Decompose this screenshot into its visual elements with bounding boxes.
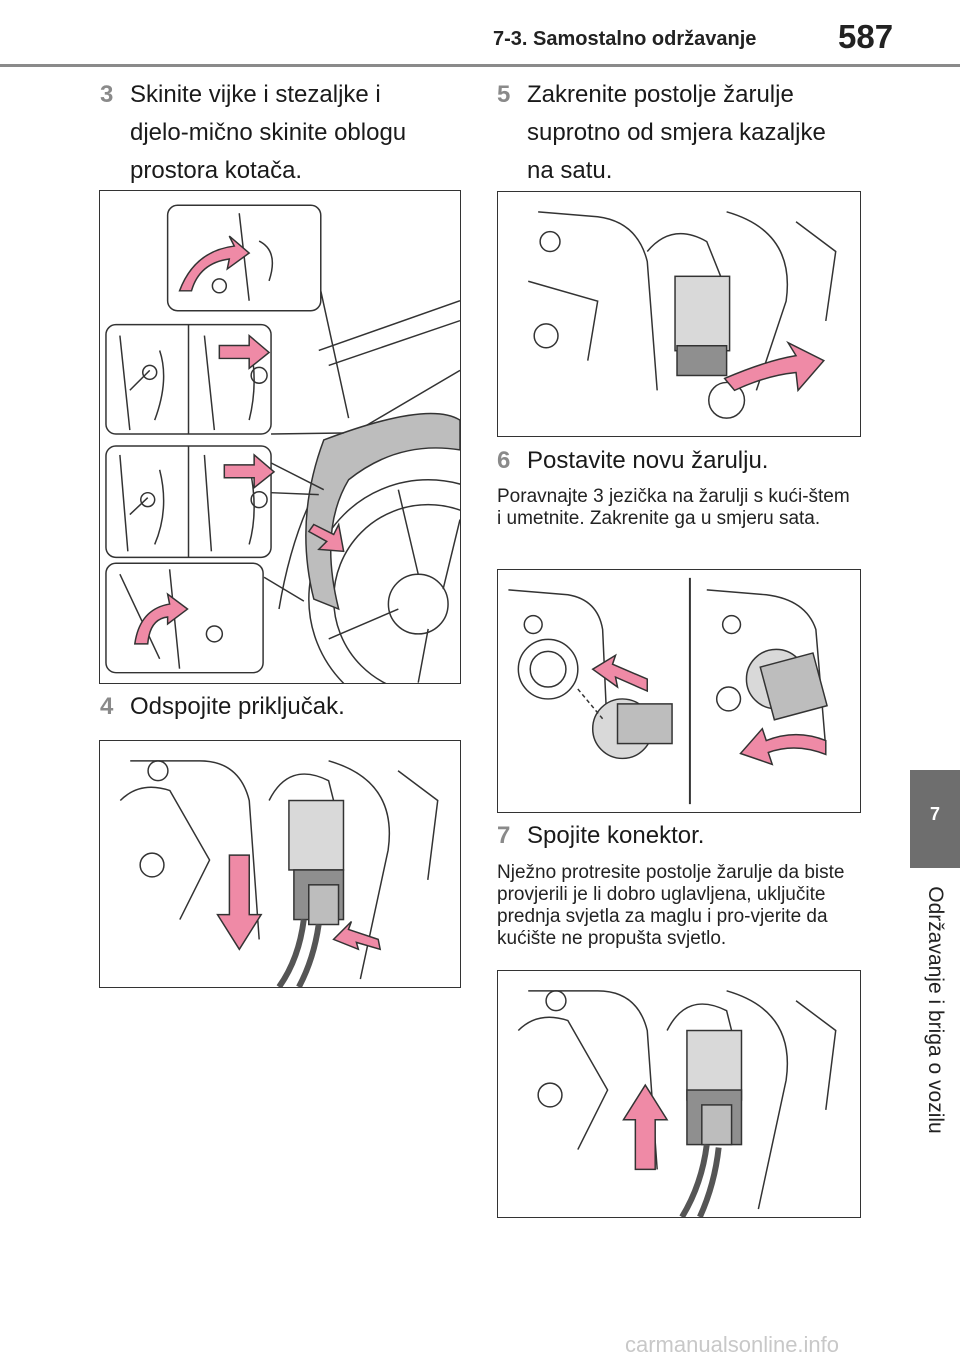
figure-disconnect-connector <box>99 740 461 988</box>
chapter-tab: 7 <box>910 770 960 868</box>
step-text: Postavite novu žarulju. <box>527 447 769 474</box>
figure-install-bulb <box>497 569 861 813</box>
figure-connect-connector <box>497 970 861 1218</box>
step-number: 4 <box>100 693 114 720</box>
step-text: Zakrenite postolje žarulje suprotno od s… <box>527 81 826 184</box>
step-text: Odspojite priključak. <box>130 693 345 720</box>
step-4: 4 Odspojite priključak. <box>100 688 440 726</box>
step-7-note: Nježno protresite postolje žarulje da bi… <box>497 862 845 949</box>
figure-wheel-liner <box>99 190 461 684</box>
install-bulb-illustration <box>508 577 828 805</box>
step-6: 6 Postavite novu žarulju. <box>497 442 857 480</box>
step-number: 7 <box>497 822 511 849</box>
header-divider <box>0 64 960 67</box>
figure-rotate-bulb <box>497 191 861 437</box>
chapter-title: Održavanje i briga o vozilu <box>924 886 947 1134</box>
rotate-bulb-illustration <box>528 211 837 419</box>
step-number: 5 <box>497 81 511 108</box>
disconnect-connector-illustration <box>119 760 439 987</box>
section-title: 7-3. Samostalno održavanje <box>493 28 757 50</box>
watermark: carmanualsonline.info <box>625 1332 840 1357</box>
step-7: 7 Spojite konektor. <box>497 817 857 855</box>
step-5: 5 Zakrenite postolje žarulje suprotno od… <box>497 76 857 190</box>
step-3: 3 Skinite vijke i stezaljke i djelo-mičn… <box>100 76 440 190</box>
step-number: 3 <box>100 81 114 108</box>
step-number: 6 <box>497 447 511 474</box>
connect-connector-illustration <box>517 990 837 1217</box>
step-text: Skinite vijke i stezaljke i djelo-mično … <box>130 81 407 184</box>
step-6-note: Poravnajte 3 jezička na žarulji s kući-š… <box>497 486 850 529</box>
chapter-number: 7 <box>929 804 940 824</box>
wheel-liner-illustration <box>105 204 460 683</box>
step-text: Spojite konektor. <box>527 822 705 849</box>
page-number: 587 <box>838 18 894 55</box>
